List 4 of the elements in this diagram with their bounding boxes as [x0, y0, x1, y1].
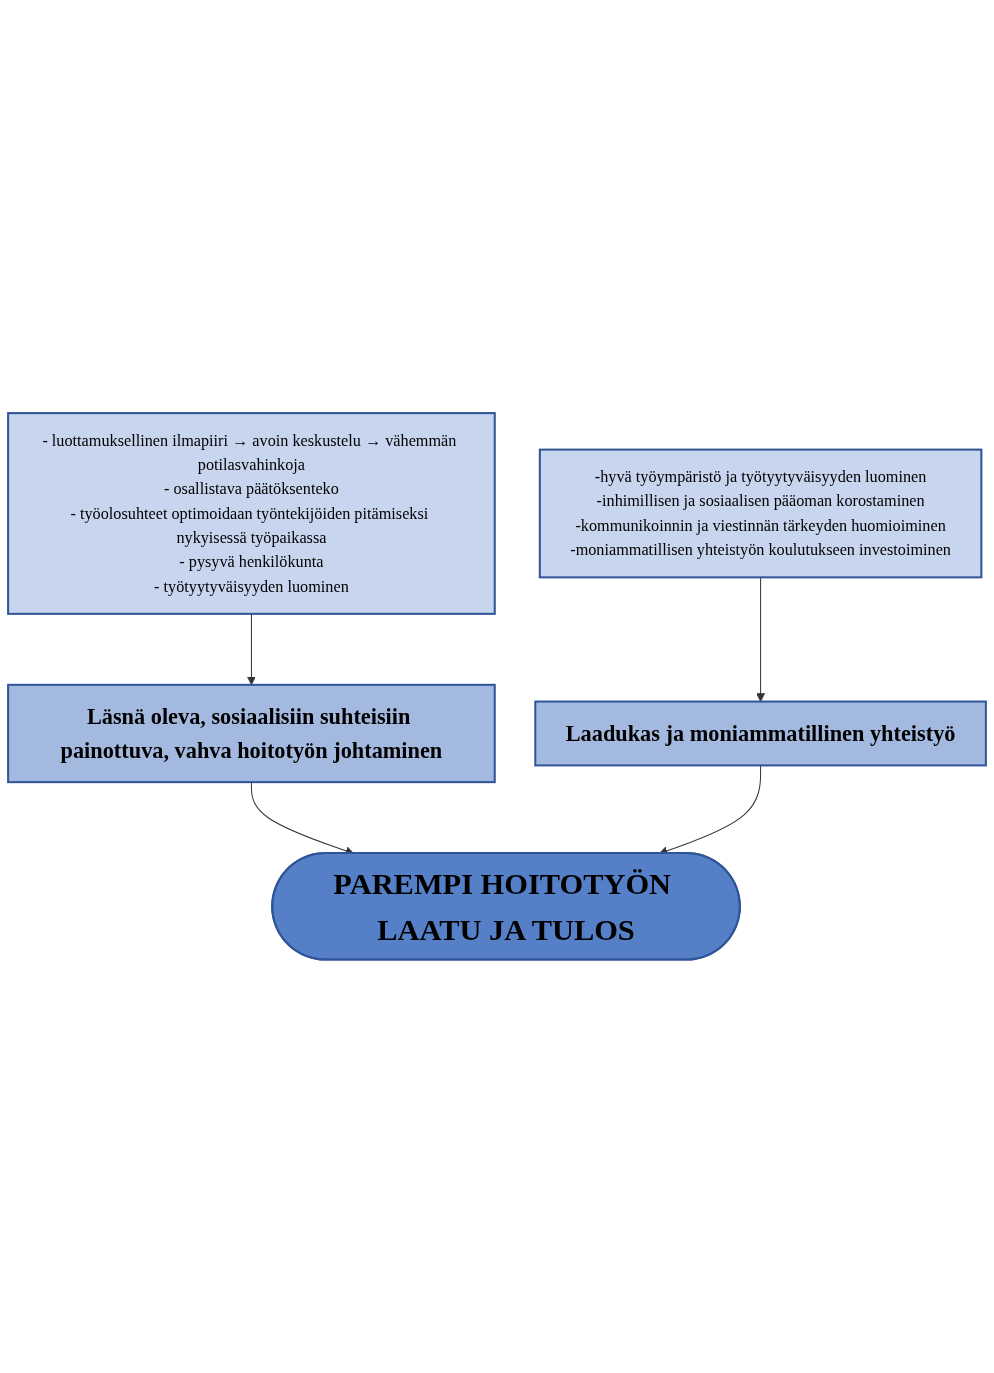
node-box: -hyvä työympäristö ja työtyytyväisyyden luominen -inhimillisen ja sosiaalisen pääoman korostaminen -kommunikoinnin ja viestinnän tärkeyden huomioiminen -moniammatillisen yhteistyön koulutukseen investoiminen — [538, 448, 983, 579]
node-box: Laadukas ja moniammatillinen yhteistyö — [534, 700, 987, 767]
node-box: Läsnä oleva, sosiaalisiin suhteisiin painottuva, vahva hoitotyön johtaminen — [7, 683, 496, 784]
node-box: - luottamuksellinen ilmapiiri → avoin keskustelu → vähemmän potilasvahinkoja - osallistava päätöksenteko - työolosuhteet optimoidaan työntekijöiden pitämiseksi nykyisessä työpaikassa - pysyvä henkilökunta - työtyytyväisyyden luominen — [7, 412, 496, 615]
